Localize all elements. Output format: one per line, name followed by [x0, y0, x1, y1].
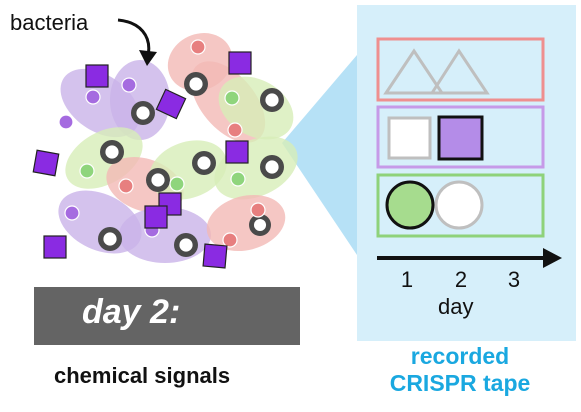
zoom-cone [282, 55, 357, 255]
marker-dot [230, 171, 246, 187]
marker-dot [79, 163, 95, 179]
axis-title: day [438, 294, 474, 319]
record-square-empty [387, 116, 432, 160]
axis-tick-label: 3 [507, 267, 521, 292]
record-triangle-day2 [429, 48, 490, 95]
record-triangle-day1 [383, 48, 445, 95]
record-square-filled [437, 115, 484, 161]
bacteria-arrowhead [139, 50, 157, 66]
plasmid-ring-hole [265, 93, 279, 107]
signal-squares [32, 51, 252, 269]
tape-row-green [376, 173, 545, 238]
chemical-signals-label: chemical signals [54, 363, 231, 388]
chemical-signal-square [144, 205, 168, 229]
marker-dot [118, 178, 134, 194]
marker-dot [227, 122, 243, 138]
plasmid-ring-hole [105, 145, 119, 159]
plasmid-ring-hole [136, 106, 150, 120]
chemical-signal-square [202, 243, 228, 269]
plasmid-ring-hole [179, 238, 193, 252]
marker-dot [190, 39, 206, 55]
time-axis-arrowhead [543, 248, 562, 268]
chemical-signal-square [43, 235, 67, 259]
marker-dot [85, 89, 101, 105]
record-circle-filled [385, 180, 435, 230]
axis-tick-label: 2 [454, 267, 468, 292]
tape-row-purple [376, 105, 545, 169]
marker-dot [121, 77, 137, 93]
banner-label: day 2: [82, 293, 181, 331]
bacteria-cluster [58, 33, 298, 263]
plasmid-ring-hole [265, 160, 279, 174]
chemical-signal-square [225, 140, 249, 164]
plasmid-ring-hole [151, 173, 165, 187]
record-circle-empty [434, 180, 484, 230]
plasmid-ring-hole [103, 232, 117, 246]
crispr-tape-label: CRISPR tape [389, 370, 531, 396]
plasmid-ring-hole [197, 156, 211, 170]
marker-dot [250, 202, 266, 218]
tape-row-red [376, 37, 545, 102]
bacteria-label: bacteria [10, 10, 89, 35]
chemical-signal-square [85, 64, 109, 88]
recorded-label: recorded [410, 343, 510, 369]
day-banner [34, 287, 300, 345]
plasmid-ring-hole [189, 77, 203, 91]
marker-dot [58, 114, 74, 130]
chemical-signal-square [228, 51, 252, 75]
marker-dot [222, 232, 238, 248]
chemical-signal-square [155, 88, 187, 120]
marker-dot [169, 176, 185, 192]
marker-dot [224, 90, 240, 106]
plasmid-ring-hole [253, 218, 267, 232]
axis-tick-label: 1 [400, 267, 414, 292]
marker-dot [64, 205, 80, 221]
chemical-signal-square [32, 149, 60, 177]
